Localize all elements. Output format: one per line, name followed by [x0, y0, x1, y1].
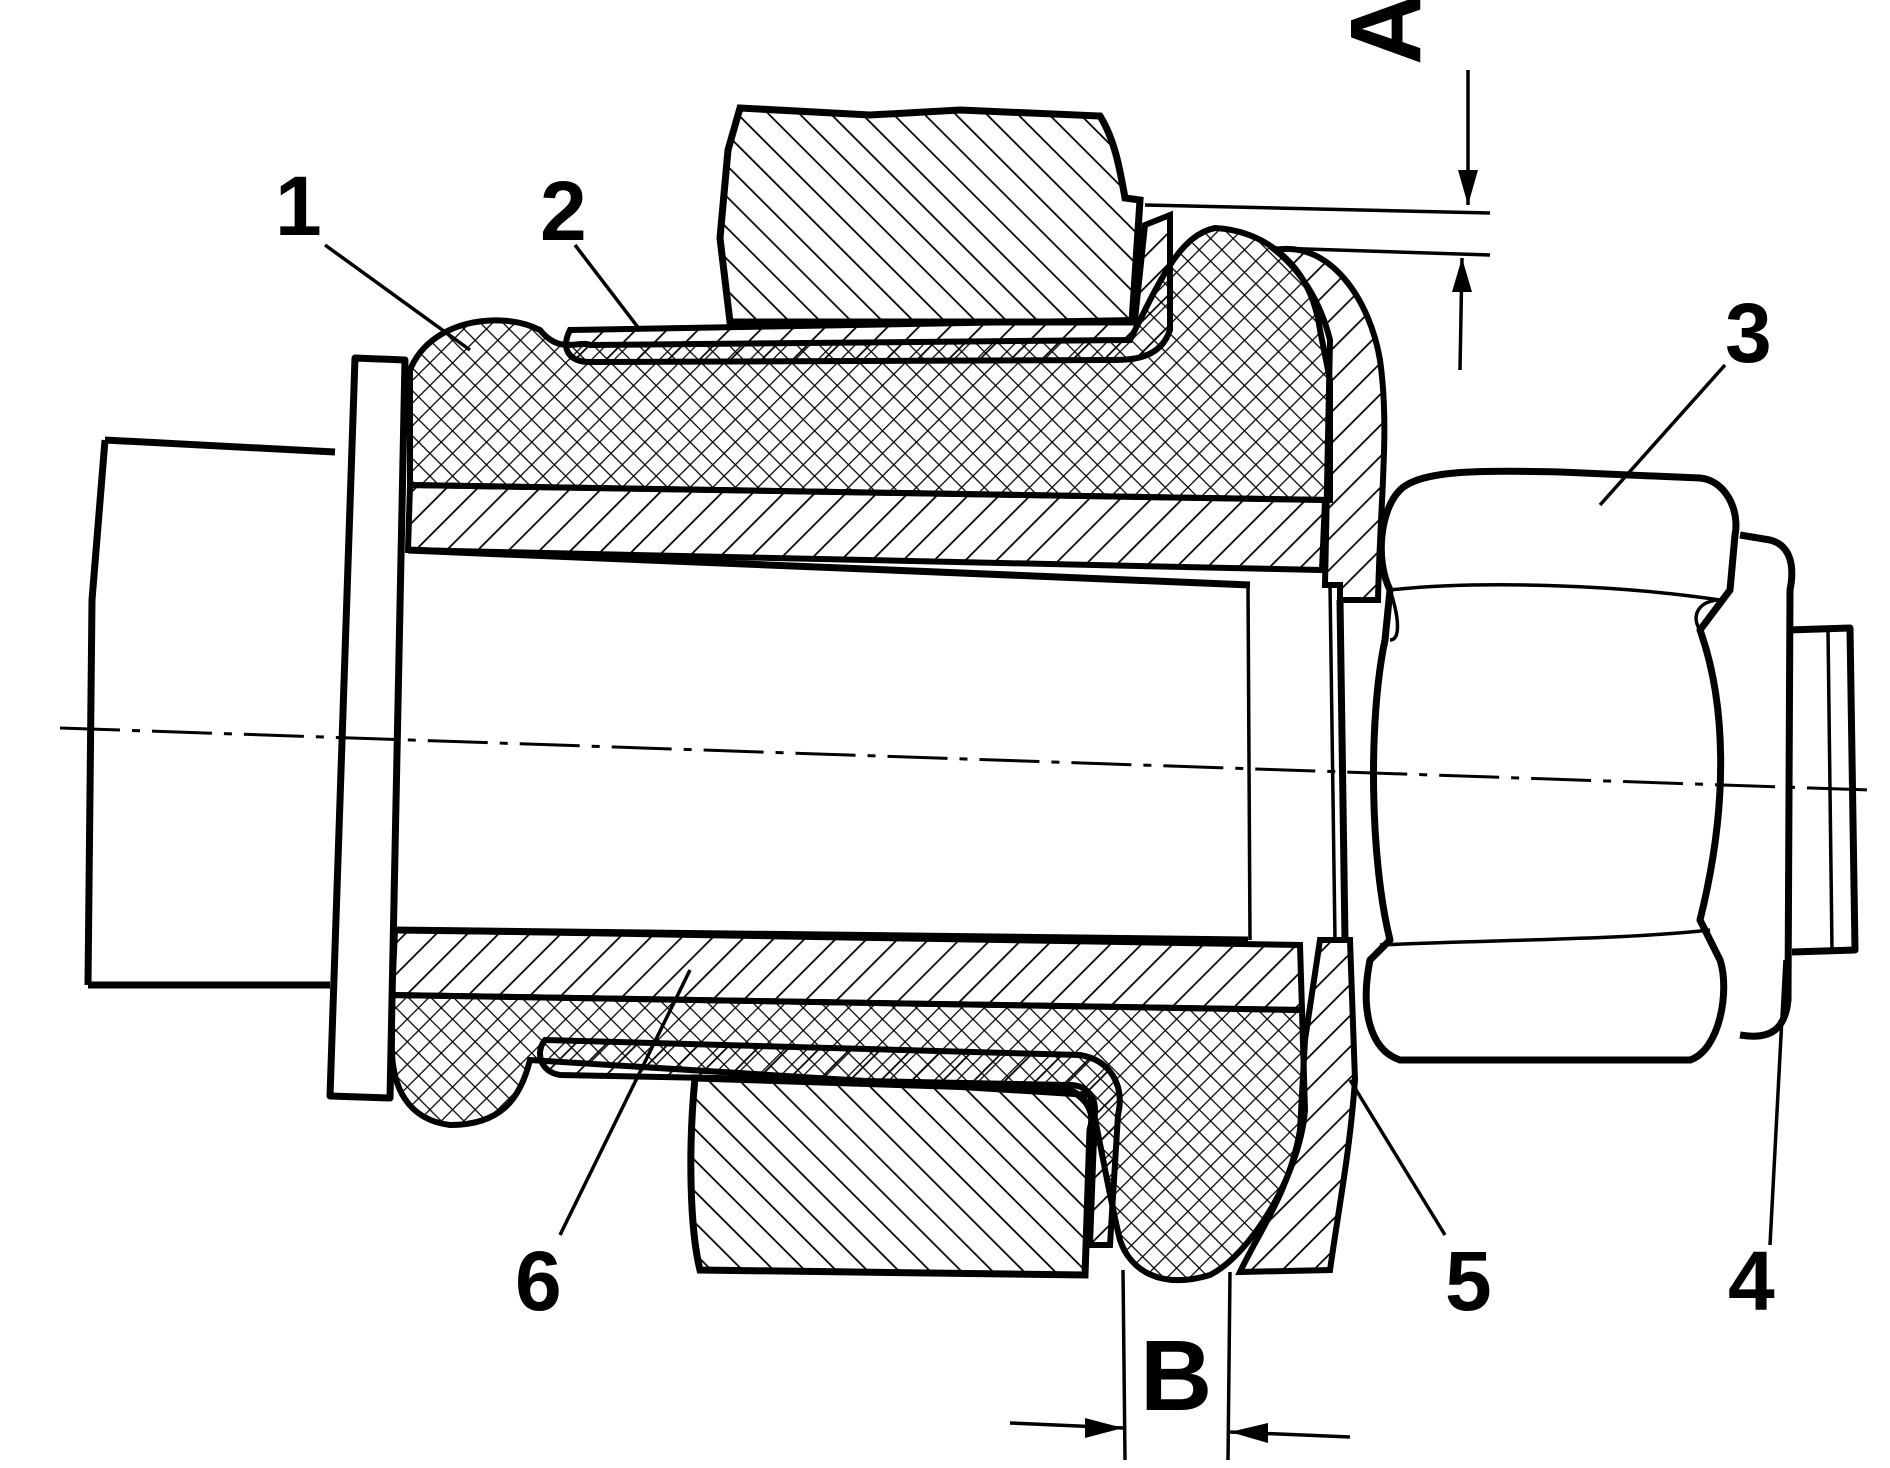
leader-6	[558, 969, 692, 1236]
flange-washer	[326, 354, 409, 1102]
washer-plate	[1235, 245, 1388, 1276]
leader-2	[573, 243, 642, 332]
inner-sleeve-upper	[404, 481, 1329, 574]
label-part-2: 2	[540, 164, 587, 258]
label-part-6: 6	[515, 1234, 562, 1328]
bracket-block-upper	[716, 104, 1144, 326]
label-part-4: 4	[1728, 1234, 1775, 1328]
leader-5	[1348, 1079, 1447, 1236]
bracket-block-lower	[687, 1074, 1096, 1279]
shaft-stub	[84, 436, 336, 989]
leader-4	[1768, 959, 1787, 1246]
label-part-5: 5	[1445, 1234, 1492, 1328]
label-dimension-b: B	[1140, 1320, 1212, 1432]
label-dimension-a: A	[1330, 0, 1442, 65]
hex-nut	[1362, 467, 1740, 1064]
label-part-1: 1	[275, 159, 322, 253]
label-part-3: 3	[1725, 286, 1772, 380]
bore	[394, 546, 1251, 944]
leader-lines	[323, 243, 1787, 1246]
lock-washer	[1739, 531, 1796, 1040]
leader-3	[1598, 363, 1727, 507]
outer-sleeve-lower	[537, 1036, 1123, 1248]
leader-1	[323, 243, 472, 352]
dimension-b	[1009, 1269, 1351, 1461]
center-line	[59, 726, 1871, 792]
dimension-a	[1144, 70, 1491, 371]
